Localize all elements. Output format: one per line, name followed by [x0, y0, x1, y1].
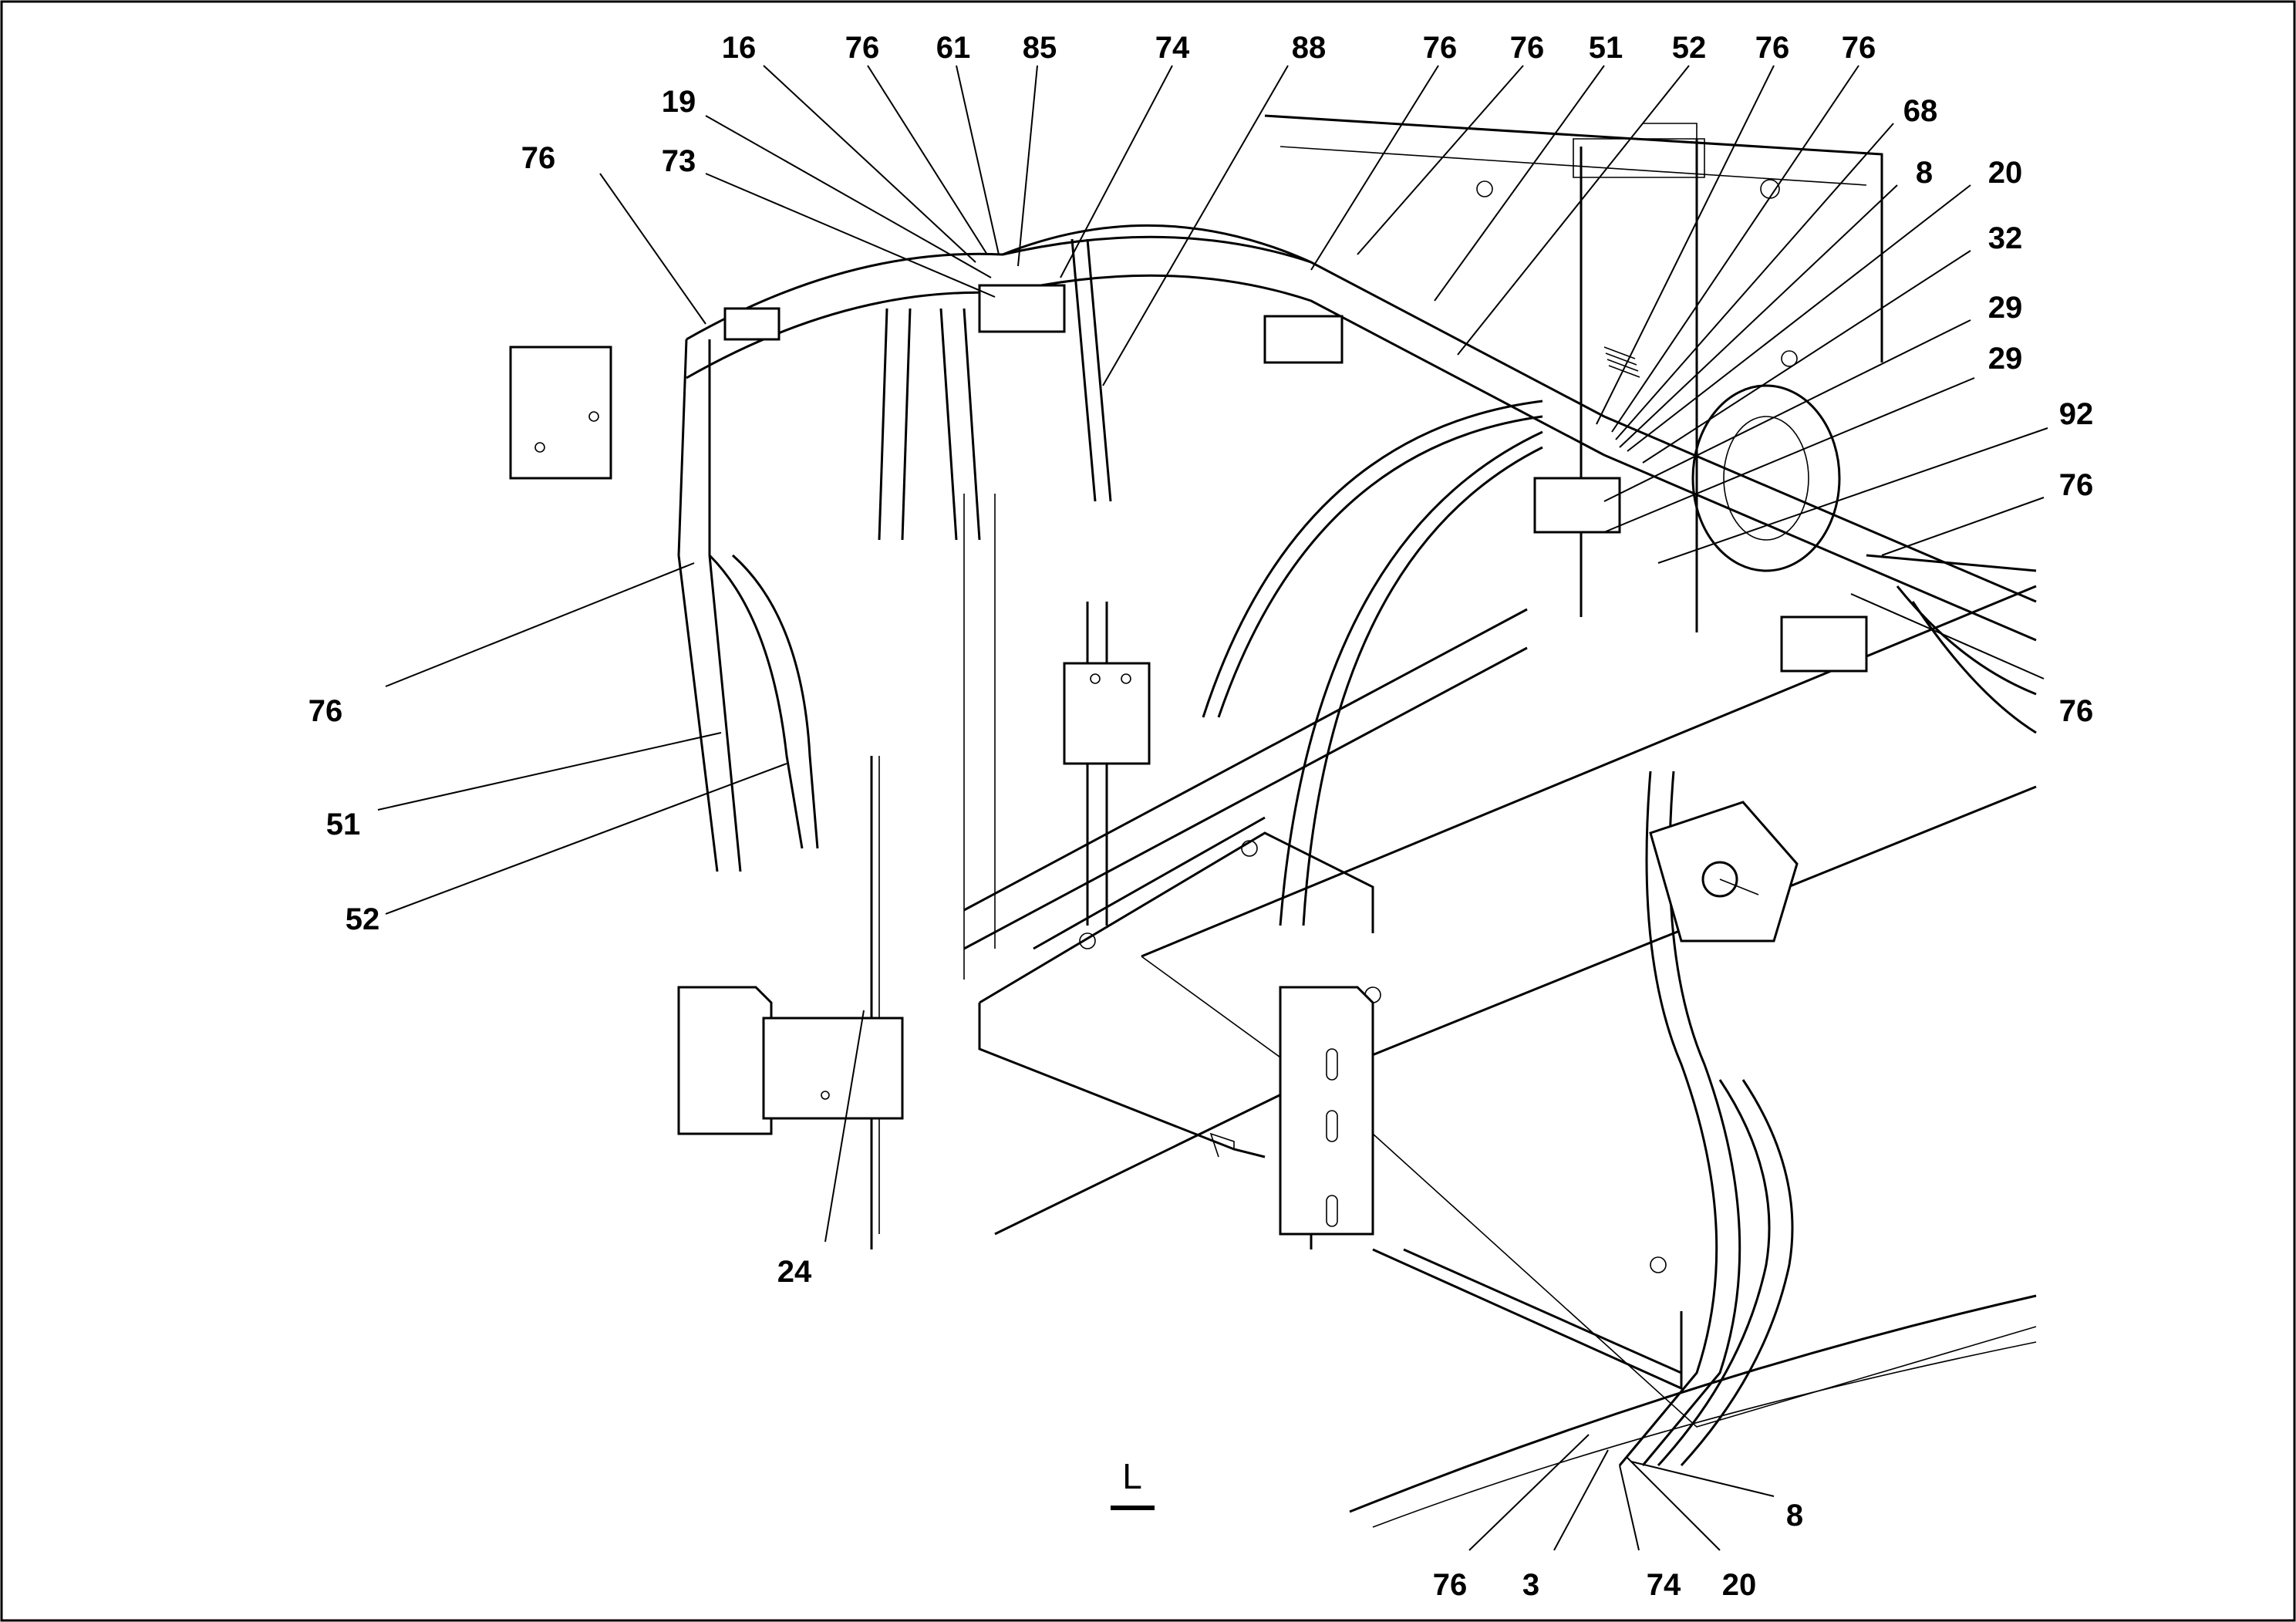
callout-19: 19	[662, 85, 696, 119]
cable-main-harness	[677, 224, 2037, 1467]
callout-24: 24	[777, 1255, 812, 1289]
callout-73: 73	[662, 144, 696, 178]
callout-20: 20	[1988, 156, 2023, 190]
callout-76: 76	[1755, 31, 1790, 65]
callout-76: 76	[2059, 694, 2094, 728]
callout-76: 76	[1433, 1568, 1468, 1602]
callout-68: 68	[1903, 94, 1938, 128]
callout-61: 61	[936, 31, 971, 65]
callout-76: 76	[1842, 31, 1876, 65]
leader-lines	[377, 65, 2048, 1551]
callout-16: 16	[722, 31, 757, 65]
callout-85: 85	[1023, 31, 1057, 65]
callout-52: 52	[1672, 31, 1707, 65]
callout-3: 3	[1522, 1568, 1539, 1602]
callout-76: 76	[845, 31, 880, 65]
clamp-blocks	[723, 284, 1868, 673]
callout-92: 92	[2059, 397, 2094, 431]
callout-51: 51	[326, 808, 361, 841]
callout-76: 76	[1510, 31, 1545, 65]
callout-74: 74	[1155, 31, 1190, 65]
callout-76: 76	[308, 694, 343, 728]
callout-29: 29	[1988, 342, 2023, 376]
callout-76: 76	[2059, 468, 2094, 502]
callout-76: 76	[1423, 31, 1458, 65]
view-letter: L	[1122, 1456, 1142, 1496]
callout-20: 20	[1722, 1568, 1757, 1602]
callout-88: 88	[1292, 31, 1327, 65]
callout-51: 51	[1589, 31, 1623, 65]
callout-29: 29	[1988, 291, 2023, 325]
callout-8: 8	[1786, 1499, 1803, 1533]
view-label: L	[1111, 1456, 1155, 1510]
callout-74: 74	[1647, 1568, 1681, 1602]
callout-8: 8	[1916, 156, 1933, 190]
motor-unit	[1649, 801, 1799, 943]
chassis-structure	[509, 114, 2037, 1528]
callout-labels: 16 76 61 85 74 88 76 76 51 52 76 76 19 7…	[308, 31, 2094, 1602]
callout-32: 32	[1988, 221, 2023, 255]
callout-52: 52	[346, 902, 380, 936]
callout-76: 76	[521, 141, 556, 175]
